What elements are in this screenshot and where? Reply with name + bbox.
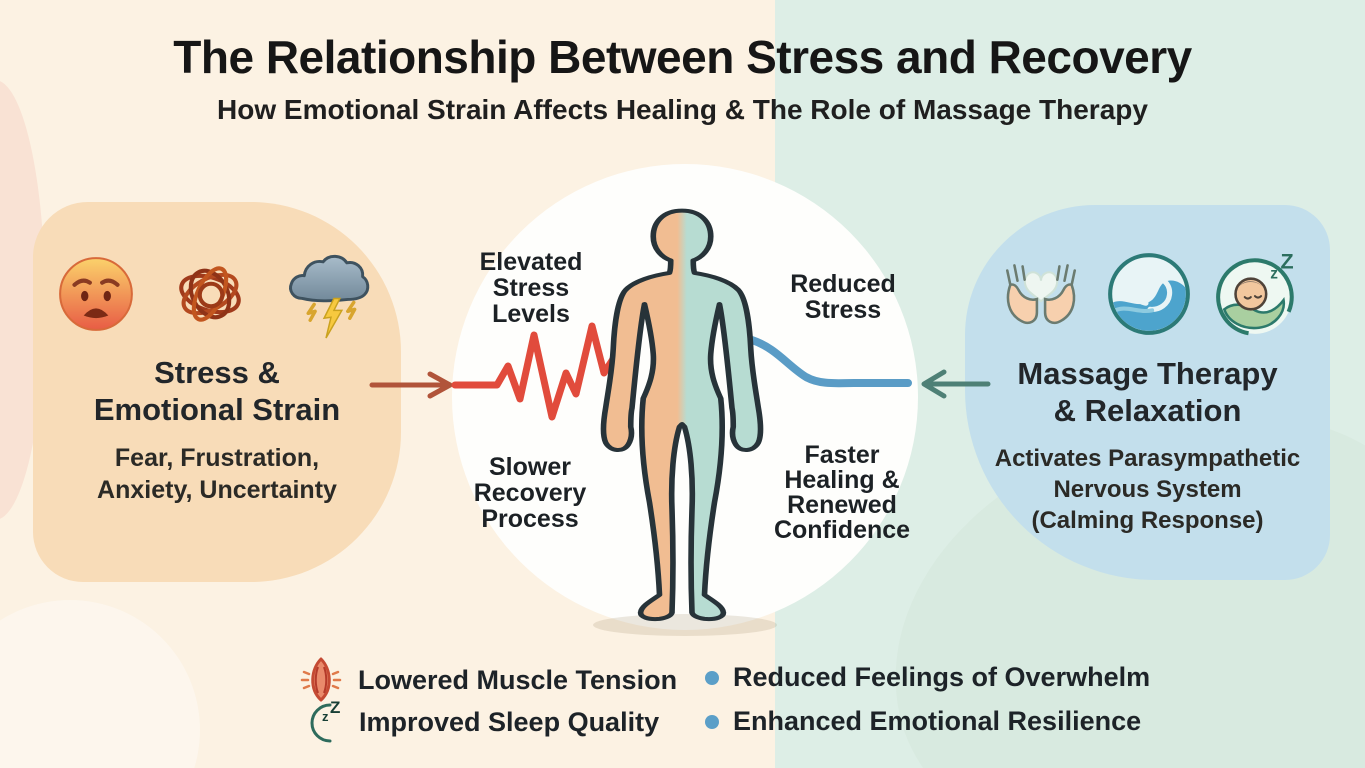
stress-body-line1: Fear, Frustration,: [114, 444, 320, 472]
muscle-relief-icon: [298, 654, 344, 706]
massage-body-line3: (Calming Response): [1031, 507, 1264, 534]
reduced-stress-label: Reduced Stress: [743, 271, 943, 323]
massage-panel-heading: Massage Therapy & Relaxation: [965, 355, 1330, 429]
stress-heading-line1: Stress &: [154, 355, 280, 390]
stress-panel-heading: Stress & Emotional Strain: [33, 354, 401, 428]
svg-text:Z: Z: [1280, 249, 1293, 273]
svg-text:Z: Z: [330, 698, 340, 717]
stress-jagged-line: [451, 322, 633, 421]
massage-body-line2: Nervous System: [1053, 476, 1242, 503]
tangled-scribble-icon: [169, 253, 251, 335]
svg-text:z: z: [322, 709, 329, 724]
bullet-dot: [705, 714, 719, 729]
elevated-stress-label: Elevated Stress Levels: [431, 249, 631, 327]
faster-line2: Healing &: [784, 466, 900, 494]
elevated-line2: Stress: [492, 274, 570, 302]
benefit-label: Reduced Feelings of Overwhelm: [733, 662, 1151, 692]
faster-healing-label: Faster Healing & Renewed Confidence: [742, 443, 942, 543]
stress-body-line2: Anxiety, Uncertainty: [97, 476, 337, 504]
page-title: The Relationship Between Stress and Reco…: [173, 31, 1192, 83]
benefit-label: Improved Sleep Quality: [359, 706, 660, 737]
faster-line3: Renewed: [787, 491, 897, 519]
reduced-line1: Reduced: [790, 270, 896, 298]
ocean-wave-icon: [1103, 248, 1195, 340]
calm-arrow: [921, 369, 991, 399]
massage-heading-line2: & Relaxation: [1053, 393, 1242, 428]
faster-line4: Confidence: [773, 516, 911, 544]
massage-icon-row: z Z: [995, 246, 1305, 342]
massage-body-line1: Activates Parasympathetic: [994, 445, 1301, 472]
figure-shadow: [593, 614, 777, 636]
svg-text:z: z: [1270, 266, 1278, 283]
benefit-sleep-quality: z Z Improved Sleep Quality: [297, 698, 659, 746]
reduced-line2: Stress: [804, 296, 882, 324]
faster-line1: Faster: [804, 441, 880, 469]
storm-cloud-icon: [283, 247, 375, 341]
benefit-resilience: Enhanced Emotional Resilience: [705, 706, 1141, 737]
elevated-line3: Levels: [492, 300, 570, 328]
sleeping-person-icon: z Z: [1211, 248, 1305, 340]
elevated-line1: Elevated: [479, 248, 583, 276]
massage-panel-body: Activates Parasympathetic Nervous System…: [965, 443, 1330, 536]
hands-holding-heart-icon: [995, 248, 1087, 340]
slower-line3: Process: [481, 505, 579, 533]
anxious-face-icon: [55, 253, 137, 335]
slower-recovery-label: Slower Recovery Process: [430, 454, 630, 532]
benefit-muscle-tension: Lowered Muscle Tension: [298, 654, 677, 706]
page-subtitle: How Emotional Strain Affects Healing & T…: [217, 94, 1148, 125]
bullet-dot: [705, 670, 719, 685]
slower-line1: Slower: [489, 453, 571, 481]
benefit-label: Lowered Muscle Tension: [358, 664, 678, 695]
stress-heading-line2: Emotional Strain: [93, 392, 341, 427]
benefit-label: Enhanced Emotional Resilience: [733, 706, 1142, 736]
slower-line2: Recovery: [473, 479, 587, 507]
human-figure-split: [600, 208, 764, 622]
stress-panel-body: Fear, Frustration, Anxiety, Uncertainty: [33, 442, 401, 506]
sleep-moon-icon: z Z: [297, 698, 345, 746]
benefit-overwhelm: Reduced Feelings of Overwhelm: [705, 662, 1150, 693]
massage-heading-line1: Massage Therapy: [1017, 356, 1278, 391]
stress-icon-row: [55, 248, 375, 340]
calm-smooth-line: [748, 336, 912, 388]
stress-arrow: [369, 371, 453, 399]
